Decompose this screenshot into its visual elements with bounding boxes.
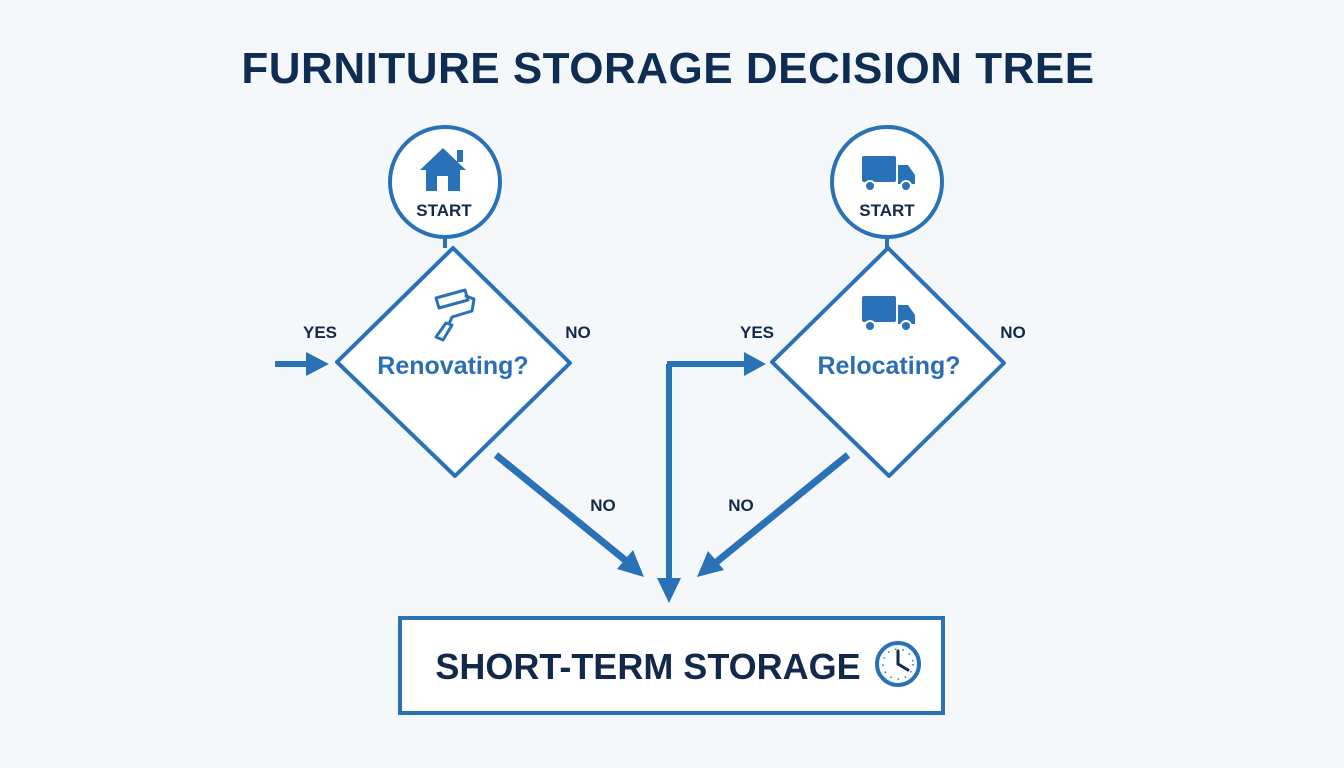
start-node-relocating: START xyxy=(830,125,944,239)
decision-question: Renovating? xyxy=(377,352,528,380)
arrow-yes-relocating xyxy=(666,352,766,580)
truck-icon xyxy=(862,156,915,192)
no-label: NO xyxy=(728,496,754,515)
arrow-yes-renovating xyxy=(275,352,329,376)
paint-roller-icon xyxy=(434,288,476,342)
house-icon xyxy=(420,148,466,191)
no-label: NO xyxy=(590,496,616,515)
page-title: FURNITURE STORAGE DECISION TREE xyxy=(241,44,1094,93)
decision-question: Relocating? xyxy=(817,352,960,380)
result-box: SHORT-TERM STORAGE xyxy=(398,616,945,715)
arrow-no-relocating xyxy=(697,452,851,577)
arrow-down-to-result xyxy=(657,578,681,603)
result-label: SHORT-TERM STORAGE xyxy=(435,646,860,687)
yes-label: YES xyxy=(740,323,774,342)
start-label: START xyxy=(859,201,915,220)
truck-icon xyxy=(862,296,915,332)
start-node-renovating: START xyxy=(388,125,502,239)
no-label: NO xyxy=(1000,323,1026,342)
yes-label: YES xyxy=(303,323,337,342)
decision-relocating: Relocating? xyxy=(770,246,1006,478)
start-label: START xyxy=(416,201,472,220)
no-label: NO xyxy=(565,323,591,342)
clock-icon xyxy=(875,641,921,687)
arrow-no-renovating xyxy=(493,452,644,577)
decision-renovating: Renovating? xyxy=(335,246,572,478)
